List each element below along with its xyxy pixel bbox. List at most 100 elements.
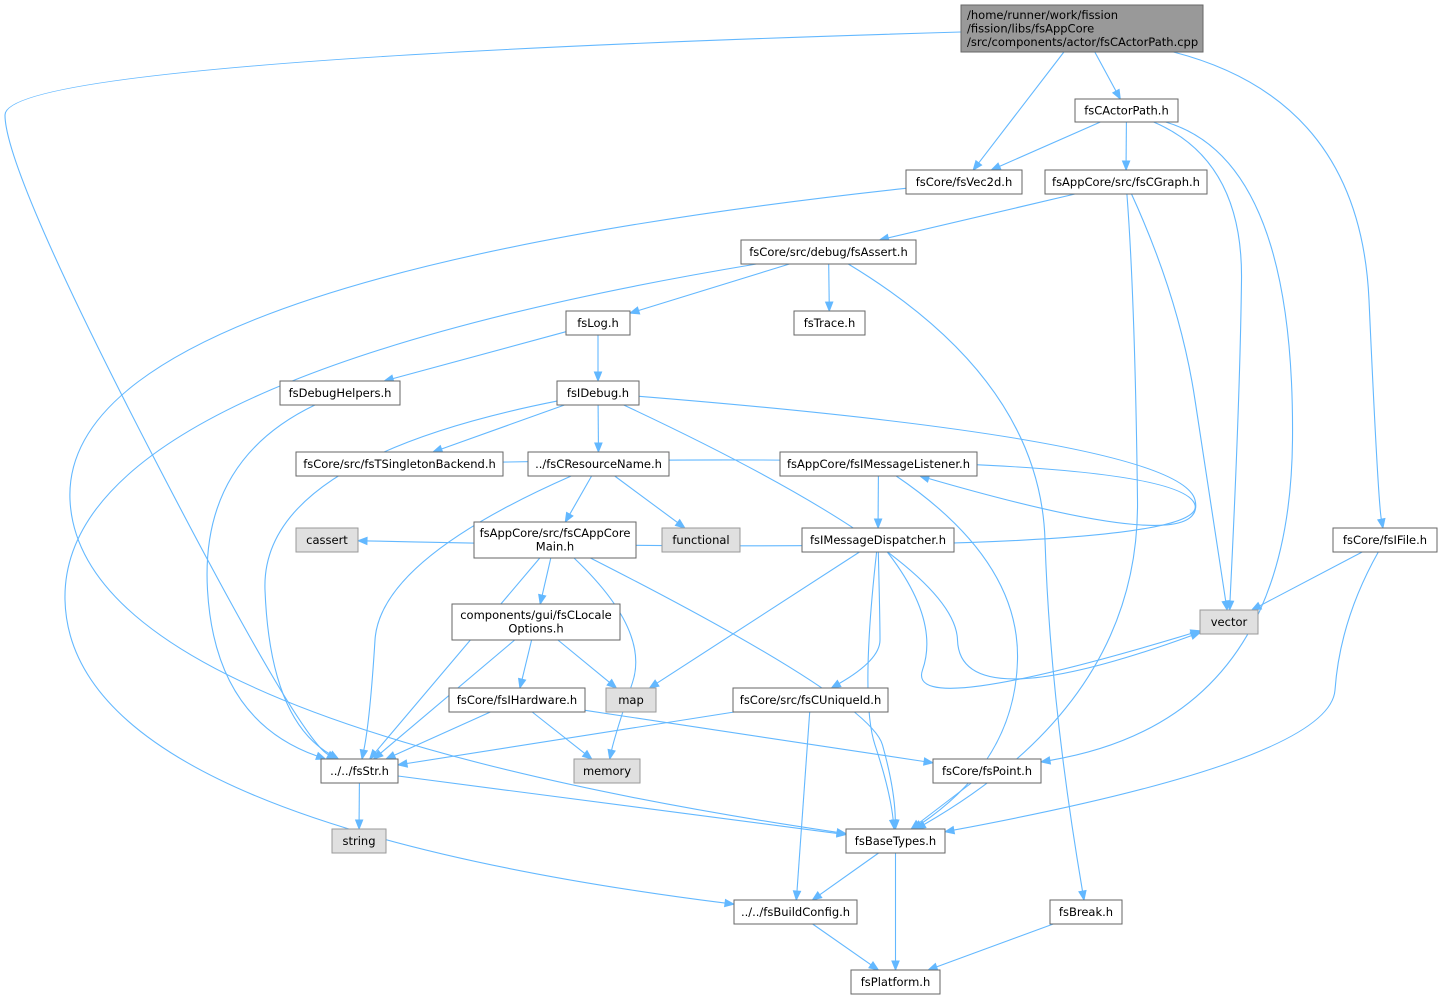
edge-fsIMessageListener_h-to-fsIMessageDispatcher_h: [873, 475, 883, 530]
edge-line: [206, 404, 318, 757]
node-fsIFile-h[interactable]: fsCore/fsIFile.h: [1332, 527, 1438, 553]
node-label: /src/components/actor/fsCActorPath.cpp: [967, 35, 1198, 49]
node-fsBuildConfig-h[interactable]: ../../fsBuildConfig.h: [733, 899, 858, 925]
edge-line: [886, 551, 1192, 689]
arrowhead-icon: [1039, 756, 1052, 765]
arrowhead-icon: [648, 679, 660, 689]
arrowhead-icon: [943, 825, 956, 835]
edge-fsBreak_h-to-fsPlatform_h: [926, 923, 1054, 971]
edge-fsCResourceName_h-to-fsStr_h: [359, 475, 572, 761]
edge-line: [978, 51, 1065, 164]
edge-fsCUniqueId_h-to-fsStr_h: [396, 711, 735, 768]
node-label: fsIDebug.h: [567, 386, 629, 400]
node-fsTSingletonBackend-h[interactable]: fsCore/src/fsTSingletonBackend.h: [295, 451, 504, 477]
node-fsPoint-h[interactable]: fsCore/fsPoint.h: [932, 758, 1042, 784]
edge-fsStr_h-to-fsBaseTypes_h: [397, 775, 848, 838]
node-fsDebugHelpers-h[interactable]: fsDebugHelpers.h: [279, 380, 401, 406]
node-label: memory: [583, 764, 631, 778]
node-fsIHardware-h[interactable]: fsCore/fsIHardware.h: [448, 687, 586, 713]
edge-fsAssert_h-to-fsLog_h: [628, 263, 790, 315]
node-label: fsTrace.h: [804, 316, 856, 330]
node-fsCGraph-h[interactable]: fsAppCore/src/fsCGraph.h: [1044, 169, 1208, 195]
node-fsAssert-h[interactable]: fsCore/src/debug/fsAssert.h: [740, 239, 917, 265]
edge-line: [1259, 551, 1363, 607]
edge-line: [397, 775, 838, 834]
edge-fsBuildConfig_h-to-fsPlatform_h: [812, 923, 880, 971]
edge-fsCAppCoreMain_h-to-memory: [573, 557, 637, 761]
arrowhead-icon: [327, 750, 340, 760]
edge-fsIDebug_h-to-fsCResourceName_h: [594, 404, 603, 454]
node-label: fsAppCore/src/fsCAppCore: [480, 526, 631, 540]
arrowhead-icon: [594, 442, 603, 454]
node-fsIMessageDispatcher-h[interactable]: fsIMessageDispatcher.h: [801, 527, 955, 553]
node-label: fsCore/src/debug/fsAssert.h: [749, 245, 907, 259]
edge-line: [917, 782, 972, 824]
edge-line: [406, 711, 735, 765]
edge-fsCResourceName_h-to-fsCAppCoreMain_h: [564, 475, 593, 524]
node-fsCResourceName-h[interactable]: ../fsCResourceName.h: [527, 451, 670, 477]
node-box: [1074, 98, 1179, 123]
arrowhead-icon: [792, 890, 802, 902]
node-label: cassert: [306, 533, 348, 547]
edge-line: [1153, 121, 1243, 602]
node-fsBreak-h[interactable]: fsBreak.h: [1049, 899, 1123, 925]
node-fsIMessageListener-h[interactable]: fsAppCore/fsIMessageListener.h: [779, 451, 978, 477]
node-label: fsBreak.h: [1059, 905, 1113, 919]
node-box: [331, 828, 387, 854]
edge-fsIFile_h-to-fsBaseTypes_h: [943, 551, 1379, 835]
node-fsIDebug-h[interactable]: fsIDebug.h: [556, 380, 640, 406]
arrowhead-icon: [606, 678, 618, 689]
arrowhead-icon: [674, 518, 686, 529]
node-fsTrace-h[interactable]: fsTrace.h: [793, 310, 866, 336]
edge-line: [953, 551, 1379, 831]
node-label: fsAppCore/fsIMessageListener.h: [787, 457, 970, 471]
edge-line: [557, 639, 610, 683]
node-box: [850, 969, 941, 995]
edge-fsCGraph_h-to-vector: [1130, 193, 1230, 612]
node-fsBaseTypes-h[interactable]: fsBaseTypes.h: [845, 828, 946, 854]
edge-line: [888, 193, 1076, 239]
edge-line: [1130, 193, 1227, 602]
arrowhead-icon: [926, 962, 939, 971]
node-label: fsCActorPath.h: [1084, 103, 1169, 117]
edge-fsIMessageDispatcher_h-to-fsBaseTypes_h: [867, 551, 898, 831]
arrowhead-icon: [1250, 601, 1263, 611]
node-fsCActorPath-h[interactable]: fsCActorPath.h: [1074, 98, 1179, 123]
arrowhead-icon: [1221, 599, 1230, 612]
edge-fsCGraph_h-to-fsAssert_h: [878, 193, 1076, 243]
node-box: [320, 758, 399, 784]
node-label: /fission/libs/fsAppCore: [967, 21, 1094, 35]
node-box: [605, 687, 657, 713]
edge-line: [819, 852, 879, 896]
node-fsVec2d-h[interactable]: fsCore/fsVec2d.h: [905, 169, 1023, 195]
edge-line: [392, 331, 567, 380]
node-root[interactable]: /home/runner/work/fission/fission/libs/f…: [960, 4, 1204, 53]
arrowhead-icon: [628, 306, 641, 315]
node-fsPlatform-h[interactable]: fsPlatform.h: [850, 969, 941, 995]
edge-fsIHardware_h-to-memory: [531, 711, 593, 760]
arrowhead-icon: [564, 511, 574, 524]
arrowhead-icon: [910, 819, 922, 830]
node-fsCUniqueId-h[interactable]: fsCore/src/fsCUniqueId.h: [732, 687, 889, 713]
edge-fsCLocaleOptions_h-to-fsIHardware_h: [518, 639, 533, 690]
edge-fsCLocaleOptions_h-to-fsStr_h: [372, 639, 516, 760]
arrowhead-icon: [836, 829, 848, 838]
node-box: [1044, 169, 1208, 195]
node-box: [448, 687, 586, 713]
edge-line: [867, 551, 894, 821]
edge-line: [1049, 121, 1294, 761]
edge-line: [380, 639, 516, 754]
node-box: [451, 603, 621, 641]
edge-fsIDebug_h-to-fsTSingletonBackend_h: [431, 404, 565, 453]
arrowhead-icon: [431, 444, 444, 453]
node-fsStr-h[interactable]: ../../fsStr.h: [320, 758, 399, 784]
node-layer: /home/runner/work/fission/fission/libs/f…: [279, 4, 1438, 995]
edge-line: [848, 263, 1084, 892]
edge-fsCGraph_h-to-fsBaseTypes_h: [915, 193, 1139, 830]
edge-root-to-fsVec2d_h: [972, 51, 1065, 172]
arrowhead-icon: [972, 159, 983, 172]
node-label: ../fsCResourceName.h: [535, 457, 662, 471]
node-fsLog-h[interactable]: fsLog.h: [565, 310, 631, 336]
